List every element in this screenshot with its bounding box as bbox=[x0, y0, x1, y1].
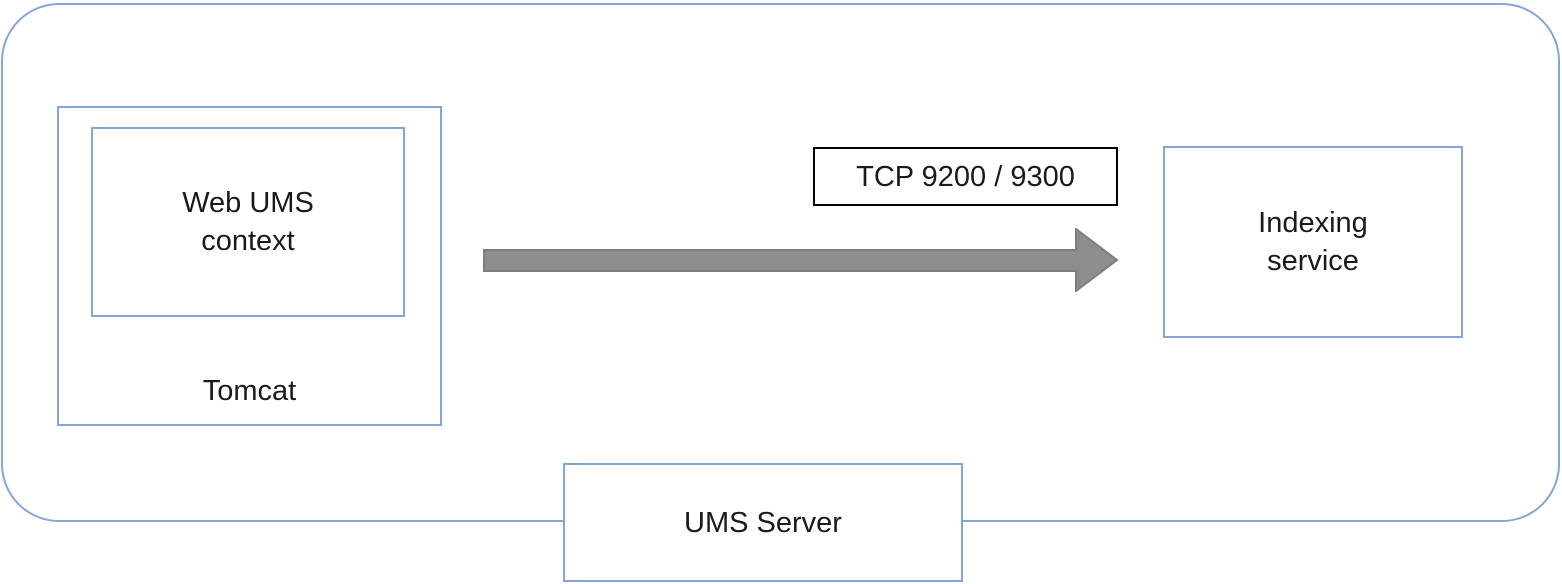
ums-server-node: UMS Server bbox=[563, 463, 963, 582]
indexing-service-node: Indexing service bbox=[1163, 146, 1463, 338]
ums-server-label: UMS Server bbox=[684, 506, 842, 539]
connection-port-label-box: TCP 9200 / 9300 bbox=[813, 147, 1118, 206]
connection-port-label: TCP 9200 / 9300 bbox=[856, 160, 1075, 193]
web-ums-context-label: Web UMS context bbox=[182, 187, 314, 257]
right-arrow-icon bbox=[483, 228, 1119, 292]
indexing-service-label: Indexing service bbox=[1258, 207, 1368, 277]
web-ums-context-node: Web UMS context bbox=[91, 127, 405, 317]
tomcat-label: Tomcat bbox=[202, 375, 297, 407]
right-arrow-shape bbox=[483, 228, 1119, 292]
